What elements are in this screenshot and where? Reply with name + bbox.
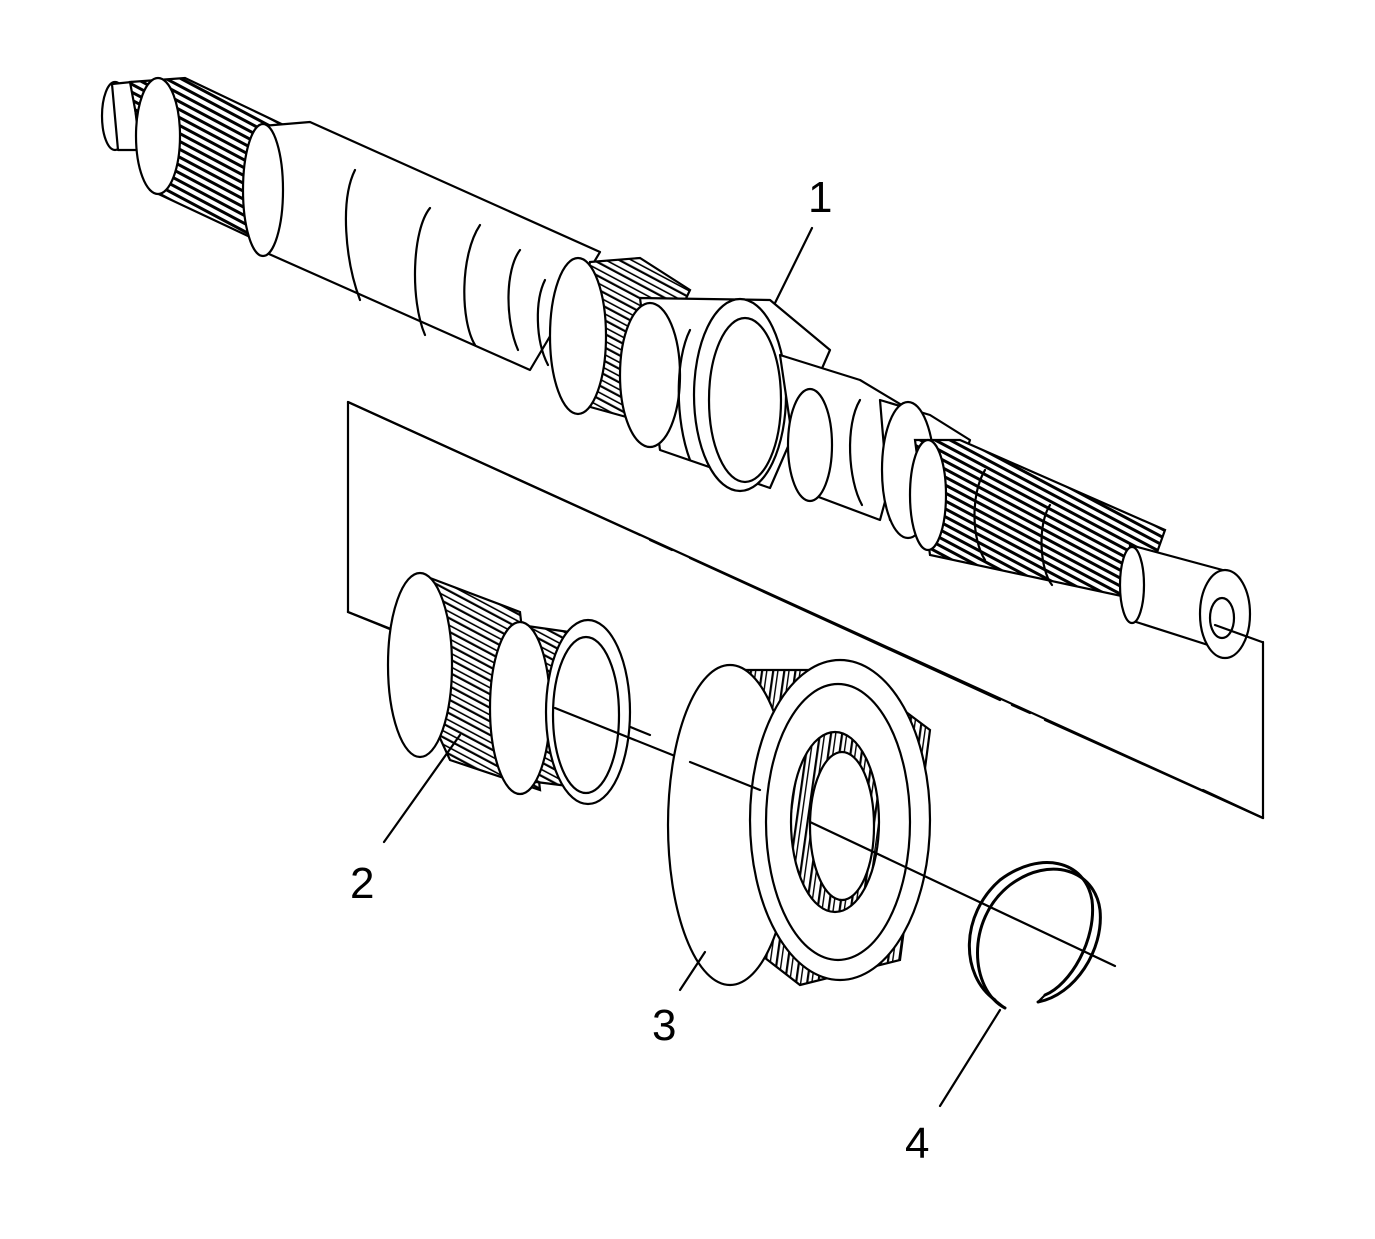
leader-1 — [773, 226, 814, 305]
callout-leaders — [382, 226, 1002, 1108]
callout-1: 1 — [808, 173, 832, 222]
callout-4: 4 — [905, 1119, 929, 1168]
leader-3 — [678, 950, 707, 992]
main-shaft — [100, 76, 1264, 660]
leader-4 — [938, 1008, 1002, 1108]
splined-hub — [386, 571, 692, 806]
callout-2: 2 — [350, 859, 374, 908]
callout-3: 3 — [652, 1001, 676, 1050]
snap-ring — [967, 861, 1102, 1010]
gear — [666, 658, 1117, 987]
leader-2 — [382, 733, 462, 844]
